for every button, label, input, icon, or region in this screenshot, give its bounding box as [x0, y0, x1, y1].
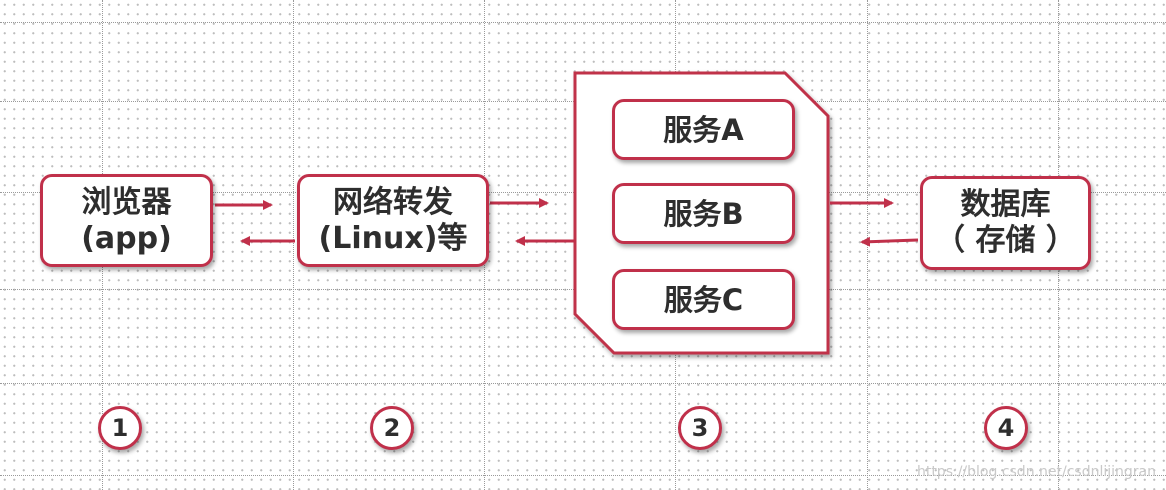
database-subtitle: （ 存储 ）: [935, 223, 1076, 258]
step-badge-2: 2: [370, 406, 414, 450]
service-a-label: 服务A: [663, 112, 744, 147]
service-c-node: 服务C: [612, 269, 795, 330]
step-badge-4: 4: [984, 406, 1028, 450]
service-c-label: 服务C: [663, 282, 744, 317]
service-b-label: 服务B: [663, 196, 744, 231]
arrow-database-to-services: [860, 236, 919, 247]
network-title: 网络转发: [333, 184, 453, 220]
step-badge-3: 3: [678, 406, 722, 450]
browser-subtitle: (app): [81, 220, 172, 256]
network-subtitle: (Linux)等: [318, 220, 468, 256]
browser-title: 浏览器: [81, 184, 172, 220]
database-title: 数据库: [960, 187, 1051, 222]
step-badge-1: 1: [98, 406, 142, 450]
browser-node: 浏览器 (app): [40, 174, 213, 267]
service-b-node: 服务B: [612, 183, 795, 244]
database-node: 数据库 （ 存储 ）: [920, 176, 1091, 270]
watermark: https://blog.csdn.net/csdnlijingran: [916, 464, 1156, 480]
service-a-node: 服务A: [612, 99, 795, 160]
network-node: 网络转发 (Linux)等: [297, 174, 489, 267]
